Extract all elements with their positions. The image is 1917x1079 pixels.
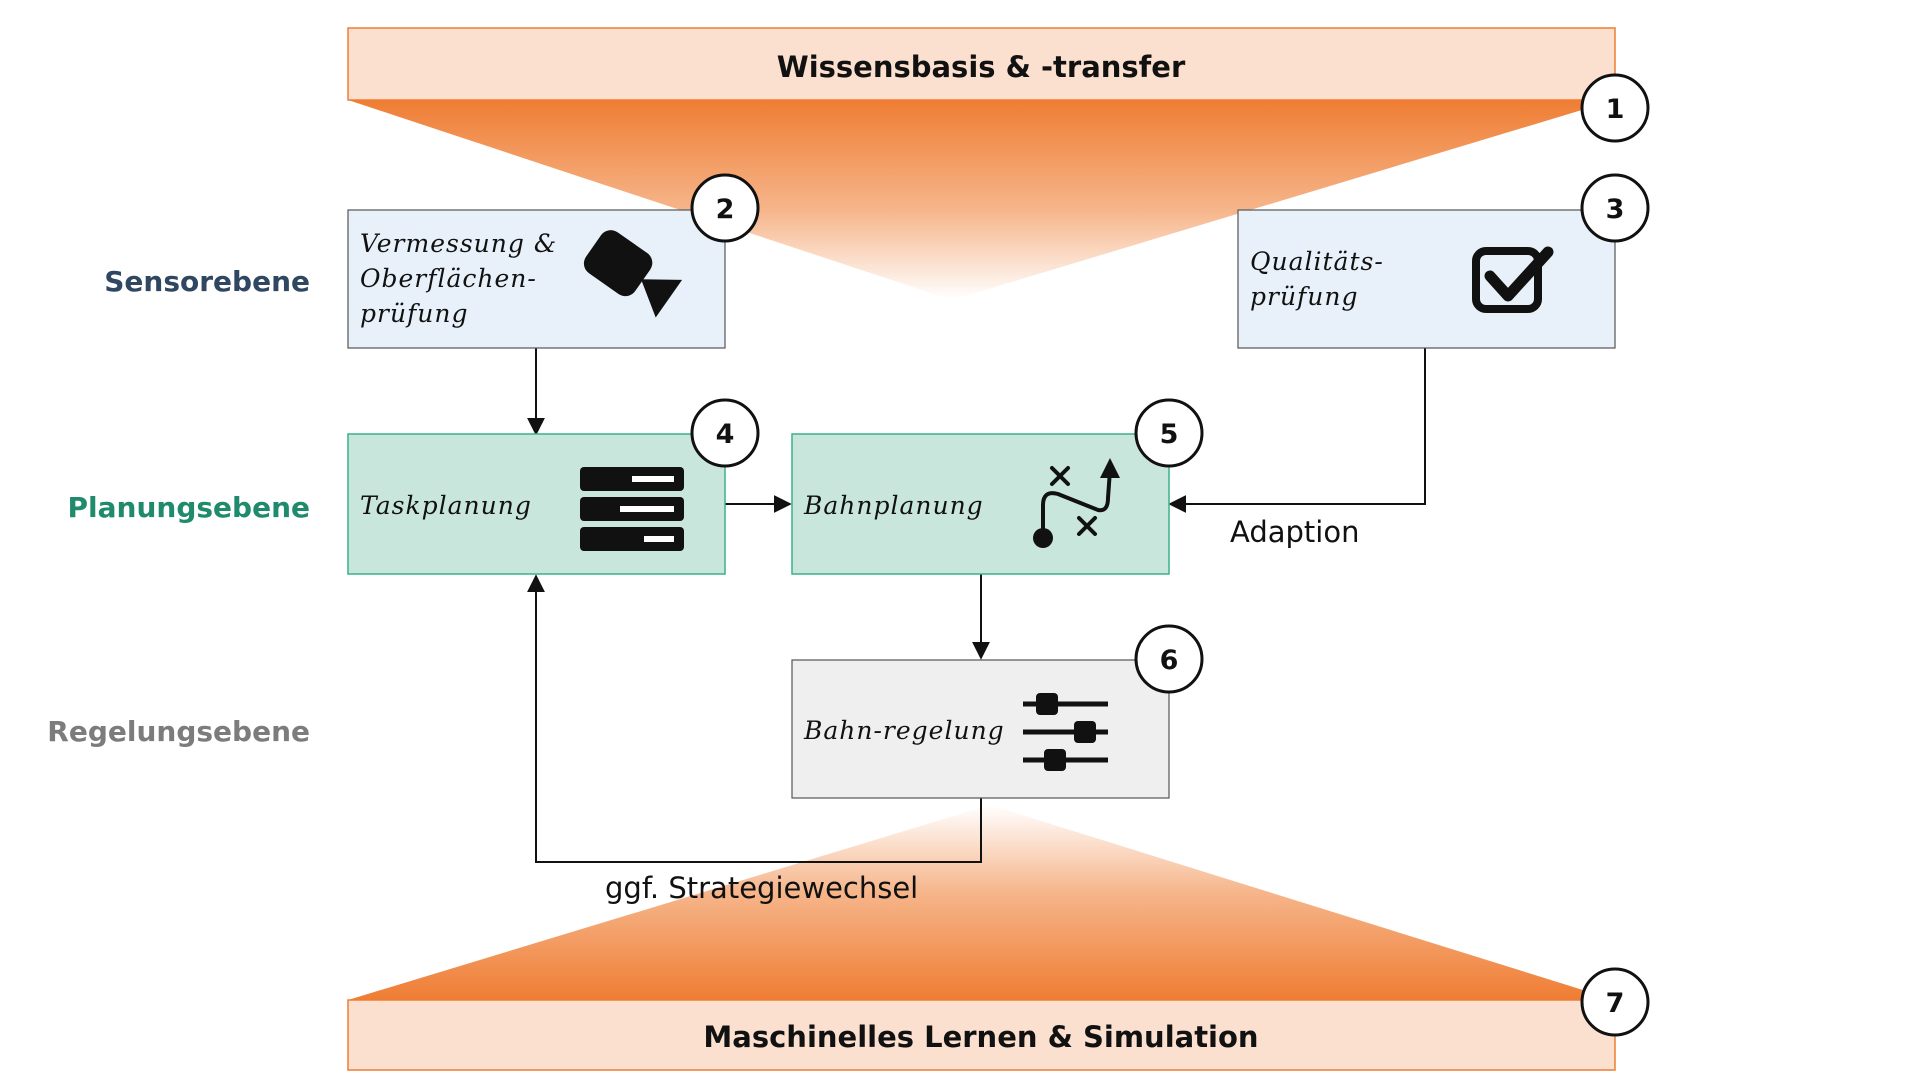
badge-5: 5 (1134, 398, 1204, 468)
top-banner: Wissensbasis & -transfer (347, 27, 1616, 101)
badge-7-label: 7 (1606, 988, 1625, 1019)
learning-funnel (348, 805, 1615, 1000)
box-vermessung-line-1: Vermessung & (360, 229, 557, 258)
box-qualitaet-line-1: Qualitäts- (1250, 247, 1384, 276)
level-label-control: Regelungsebene (47, 715, 310, 748)
route-path-icon (1033, 458, 1120, 548)
box-vermessung-line-2: Oberflächen- (360, 264, 537, 293)
badge-7: 7 (1580, 967, 1650, 1037)
badge-1-label: 1 (1606, 94, 1625, 125)
badge-4: 4 (690, 398, 760, 468)
badge-6: 6 (1134, 624, 1204, 694)
box-bahn: Bahnplanung (791, 433, 1170, 575)
box-task-label: Taskplanung (360, 491, 532, 520)
box-regelung: Bahn-regelung (791, 659, 1170, 799)
edge-label-adaption: Adaption (1230, 515, 1359, 549)
video-camera-icon (583, 230, 683, 318)
edge-adaption (1168, 331, 1434, 513)
badge-2-label: 2 (716, 194, 735, 225)
bottom-banner: Maschinelles Lernen & Simulation (347, 999, 1616, 1071)
badge-1: 1 (1580, 73, 1650, 143)
checkbox-check-icon (1472, 246, 1554, 313)
box-vermessung-line-3: prüfung (360, 299, 469, 328)
badge-5-label: 5 (1160, 419, 1179, 450)
sliders-icon (1023, 693, 1108, 771)
box-task: Taskplanung (347, 433, 726, 575)
badge-2: 2 (690, 173, 760, 243)
badge-3-label: 3 (1606, 194, 1625, 225)
level-label-planning: Planungsebene (68, 491, 310, 524)
box-vermessung: Vermessung & Oberflächen- prüfung (347, 209, 726, 349)
box-bahn-label: Bahnplanung (803, 491, 984, 520)
badge-3: 3 (1580, 173, 1650, 243)
level-label-sensor: Sensorebene (104, 265, 310, 298)
box-regelung-label: Bahn-regelung (803, 716, 1005, 745)
edge-strategiewechsel (527, 574, 982, 863)
server-list-icon (580, 467, 684, 551)
bottom-banner-label: Maschinelles Lernen & Simulation (703, 1020, 1258, 1054)
knowledge-funnel (348, 100, 1615, 300)
box-qualitaet-line-2: prüfung (1250, 282, 1359, 311)
top-banner-label: Wissensbasis & -transfer (777, 50, 1186, 84)
badge-4-label: 4 (716, 419, 735, 450)
box-qualitaet: Qualitäts- prüfung (1237, 209, 1616, 349)
badge-6-label: 6 (1160, 645, 1179, 676)
edge-label-strategiewechsel: ggf. Strategiewechsel (605, 871, 918, 905)
